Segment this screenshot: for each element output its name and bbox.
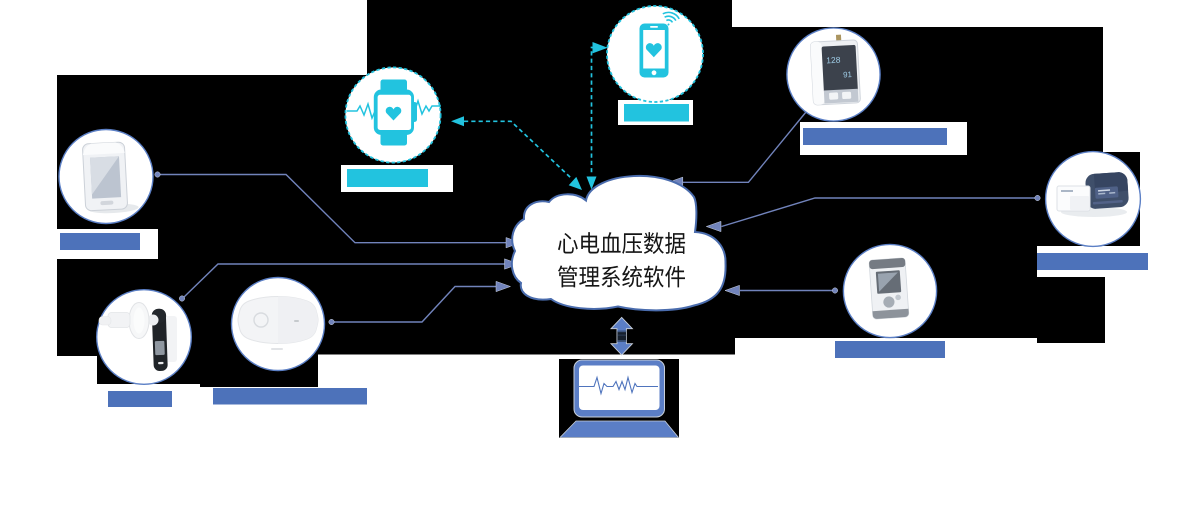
svg-text:128: 128 bbox=[826, 55, 841, 66]
svg-text:91: 91 bbox=[843, 70, 853, 79]
